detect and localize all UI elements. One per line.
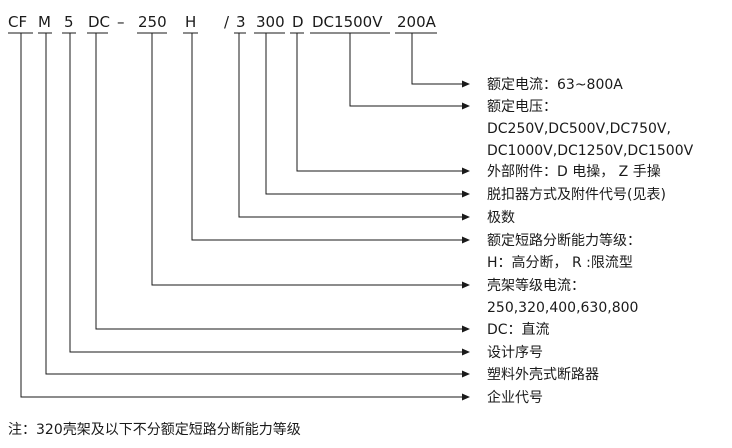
arrowhead-company [462,393,470,401]
description-dc_type-line-0: DC：直流 [487,321,550,338]
description-frame-line-1: 250,320,400,630,800 [487,300,638,316]
code-segment-m: M [38,13,51,31]
code-segment-cf: CF [8,13,27,31]
code-segment-3: 3 [236,13,246,31]
leader-line-breaking [191,33,464,241]
leader-line-frame [151,33,464,286]
code-segment-5: 5 [64,13,74,31]
arrowhead-current [462,80,470,88]
code-segment-200a: 200A [397,13,437,31]
arrowhead-moulded [462,370,470,378]
arrowhead-breaking [462,236,470,244]
leader-line-design [69,33,464,353]
description-breaking-line-1: H：高分断， R :限流型 [487,254,633,271]
description-moulded-line-0: 塑料外壳式断路器 [487,366,599,383]
arrowhead-voltage [462,102,470,110]
description-accessory-line-0: 外部附件：D 电操， Z 手操 [487,164,661,180]
description-column: 额定电流：63~800A 额定电压： DC250V,DC500V,DC750V, DC… [487,77,694,406]
description-voltage-line-0: 额定电压： [487,99,557,115]
leader-line-poles [238,33,464,218]
description-company-line-0: 企业代号 [487,389,543,406]
leader-line-dc_type [95,33,464,330]
arrowhead-accessory [462,167,470,175]
code-segment-h: H [185,13,196,31]
code-segment-dc: DC [88,13,110,31]
code-segment-300: 300 [256,13,285,31]
description-current-line-0: 额定电流：63~800A [487,77,623,93]
arrowhead-poles [462,213,470,221]
description-release-line-0: 脱扣器方式及附件代号(见表) [487,187,666,203]
code-segment-d: D [292,13,304,31]
description-voltage-line-1: DC250V,DC500V,DC750V, [487,121,671,137]
leader-lines [20,33,470,401]
description-breaking-line-0: 额定短路分断能力等级： [487,232,641,249]
description-voltage-line-2: DC1000V,DC1250V,DC1500V [487,143,694,159]
arrowhead-design [462,348,470,356]
code-segment-dc1500v: DC1500V [312,13,383,31]
arrowhead-frame [462,281,470,289]
code-segment-dash: – [117,13,125,31]
leader-line-release [265,33,464,195]
leader-line-company [20,33,464,398]
code-segment-250: 250 [138,13,167,31]
leader-line-voltage [349,33,464,107]
description-frame-line-0: 壳架等级电流： [487,277,585,294]
description-poles-line-0: 极数 [487,210,515,226]
code-segment-slash: / [224,13,230,31]
description-design-line-0: 设计序号 [487,345,543,361]
leader-line-accessory [296,33,464,172]
arrowhead-release [462,190,470,198]
arrowhead-dc_type [462,325,470,333]
leader-line-moulded [45,33,464,375]
leader-line-current [411,33,464,85]
footnote: 注：320壳架及以下不分额定短路分断能力等级 [8,421,301,438]
